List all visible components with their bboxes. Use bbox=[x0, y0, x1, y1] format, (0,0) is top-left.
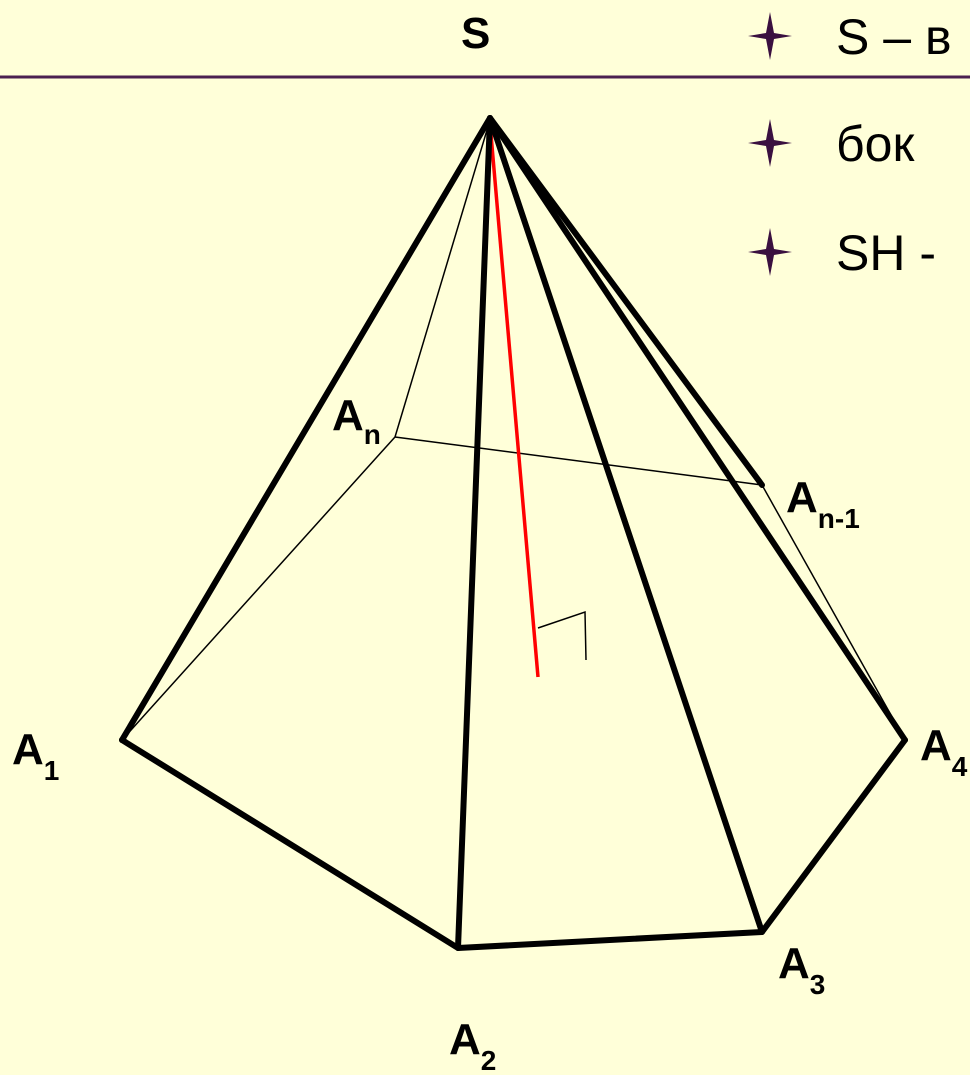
base-front-edges bbox=[119, 737, 908, 951]
edge-S-A3 bbox=[487, 115, 765, 935]
vertex-label-An-1: An-1 bbox=[786, 473, 860, 534]
edge-An-An1 bbox=[394, 436, 763, 486]
visible-edges bbox=[119, 115, 908, 951]
vertex-label-A1: A1 bbox=[12, 725, 59, 786]
vertex-label-A2: A2 bbox=[449, 1015, 496, 1075]
vertex-label-An: An bbox=[332, 391, 381, 450]
apex-label-S: S bbox=[461, 9, 490, 58]
edge-A1-An bbox=[121, 436, 396, 741]
vertex-label-A3: A3 bbox=[778, 939, 825, 1000]
bullet-2: бок bbox=[748, 116, 915, 172]
bullet-3: SH - bbox=[748, 225, 936, 281]
vertex-label-A4: A4 bbox=[920, 721, 968, 782]
star-bullet-icon bbox=[748, 12, 792, 60]
star-bullet-icon bbox=[748, 228, 792, 276]
edge-S-A2 bbox=[455, 115, 493, 951]
bullet-text-2: бок bbox=[836, 116, 915, 172]
edge-An1-A4 bbox=[761, 484, 906, 741]
edge-S-An bbox=[394, 119, 491, 438]
edge-S-A4 bbox=[487, 115, 908, 743]
star-bullet-icon bbox=[748, 119, 792, 167]
edge-S-An1 bbox=[487, 115, 765, 488]
bullet-text-3: SH - bbox=[836, 225, 936, 281]
edge-S-A1 bbox=[119, 115, 493, 743]
bullet-text-1: S – в bbox=[836, 9, 952, 65]
right-angle-mark bbox=[537, 610, 587, 661]
hidden-edges bbox=[121, 119, 906, 741]
bullet-1: S – в bbox=[748, 9, 952, 65]
height-SH bbox=[488, 122, 540, 678]
